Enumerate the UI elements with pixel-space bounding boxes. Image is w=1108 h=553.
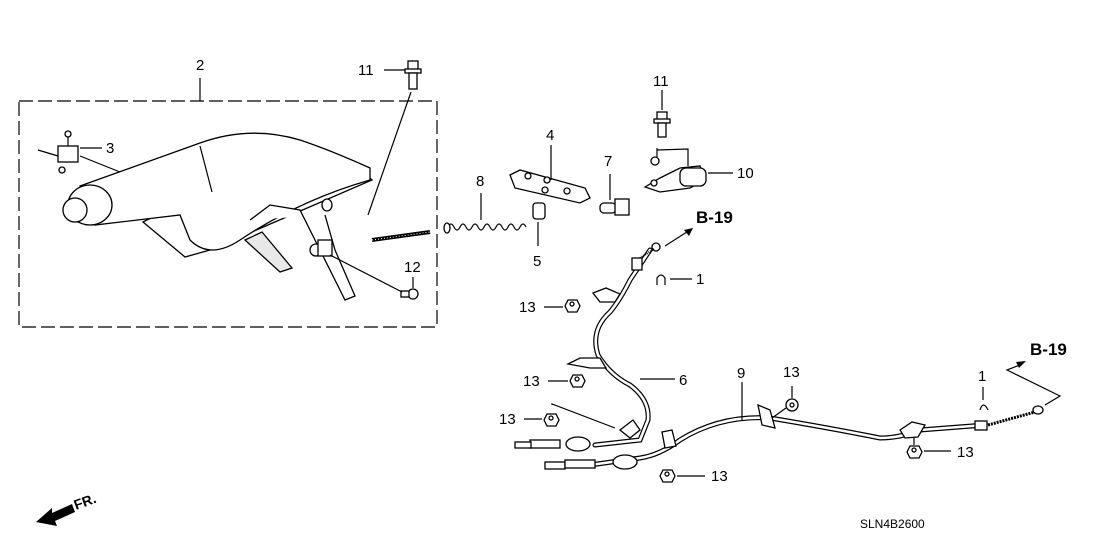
callout-13f: 13: [957, 444, 974, 461]
part-5-pin: [532, 202, 546, 220]
callout-4: 4: [546, 127, 554, 144]
reference-b19-right: B-19: [1030, 340, 1067, 359]
callout-13c: 13: [499, 411, 516, 428]
assembly-boundary-box: [18, 100, 438, 328]
part-10-bracket: [643, 148, 707, 193]
part-13-nut-a: [564, 299, 581, 313]
part-13-nut-d: [659, 469, 676, 483]
callout-11b: 11: [653, 73, 669, 90]
part-13-nut-c: [543, 403, 616, 429]
part-1-clip-top: [656, 274, 666, 285]
reference-arrow-b19-right: [1005, 364, 1062, 406]
callout-1b: 1: [978, 368, 986, 385]
part-4-equalizer: [509, 169, 591, 204]
parking-brake-lever: [62, 132, 431, 301]
callout-13d: 13: [711, 468, 728, 485]
callout-12: 12: [404, 259, 421, 276]
diagram-code: SLN4B2600: [860, 517, 925, 531]
part-12-bolt: [329, 254, 419, 300]
reference-arrow-b19-top: [664, 229, 691, 247]
front-direction-label: FR.: [72, 490, 99, 513]
callout-6: 6: [679, 372, 687, 389]
callout-1a: 1: [696, 271, 704, 288]
callout-11a: 11: [358, 62, 374, 79]
callout-13b: 13: [523, 373, 540, 390]
part-13-nut-f: [906, 438, 923, 459]
callout-3: 3: [106, 140, 114, 157]
reference-b19-top: B-19: [696, 208, 733, 227]
part-13-nut-e: [771, 398, 799, 419]
front-direction-arrow-icon: [36, 504, 75, 526]
part-1-clip-right: [979, 404, 989, 411]
callout-7: 7: [604, 153, 612, 170]
callout-8: 8: [476, 173, 484, 190]
part-6-cable: [514, 242, 661, 452]
part-9-cable: [544, 403, 1044, 470]
part-11-bolt-right: [653, 111, 671, 138]
part-11-bolt-left: [367, 60, 422, 216]
callout-13e: 13: [783, 364, 800, 381]
callout-9: 9: [737, 365, 745, 382]
callout-2: 2: [196, 57, 204, 74]
part-3-switch: [37, 130, 121, 174]
callout-10: 10: [737, 165, 754, 182]
part-8-spring: [443, 222, 527, 234]
callout-5: 5: [533, 253, 541, 270]
part-13-nut-b: [569, 374, 586, 388]
callout-13a: 13: [519, 299, 536, 316]
part-7-adjuster-nut: [599, 198, 630, 216]
